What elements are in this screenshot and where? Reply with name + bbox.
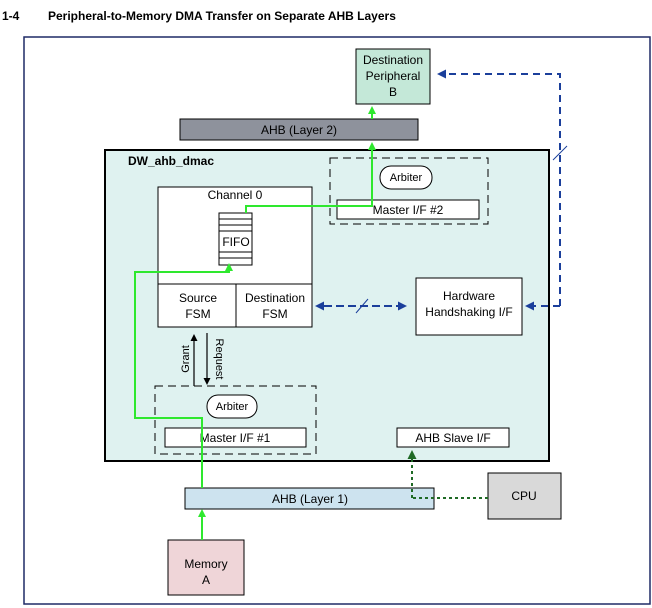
fifo-to-master2-path <box>245 142 376 213</box>
dest-periph-line3: B <box>389 85 397 99</box>
figure-title: Peripheral-to-Memory DMA Transfer on Sep… <box>48 9 396 23</box>
dest-fsm-line1: Destination <box>245 291 305 305</box>
hw-handshaking-block: Hardware Handshaking I/F <box>415 277 523 336</box>
master-if1-block: Master I/F #1 <box>164 427 307 448</box>
dest-periph-line2: Peripheral <box>366 69 421 83</box>
destination-peripheral-block: Destination Peripheral B <box>355 48 431 105</box>
master-if2-block: Master I/F #2 <box>336 199 480 220</box>
ahb-layer2-label: AHB (Layer 2) <box>261 123 337 137</box>
ahb1-to-fifo-path <box>134 263 233 488</box>
ahb-slave-if-block: AHB Slave I/F <box>396 427 510 448</box>
hw-handshake-line2: Handshaking I/F <box>425 305 512 319</box>
arbiter-bottom: Arbiter <box>206 394 258 419</box>
bus-slash-mark-1 <box>355 298 369 314</box>
ahb-slave-label: AHB Slave I/F <box>415 431 490 445</box>
handshake-path-blue <box>315 69 561 311</box>
figure-number: e 1-4 <box>0 9 20 23</box>
memory-line2: A <box>202 573 210 587</box>
destination-fsm: Destination FSM <box>245 291 305 321</box>
fifo-label: FIFO <box>222 235 249 249</box>
arbiter-top-label: Arbiter <box>390 172 423 184</box>
cpu-block: CPU <box>487 472 562 520</box>
cpu-label: CPU <box>511 489 536 503</box>
source-fsm: Source FSM <box>179 291 217 321</box>
grant-request-signals: Grant Request <box>180 333 225 386</box>
grant-label: Grant <box>180 345 192 373</box>
memory-block: Memory A <box>167 539 245 596</box>
arbiter-bottom-group <box>154 385 317 455</box>
arbiter-top: Arbiter <box>379 165 433 190</box>
data-path-green <box>134 106 376 540</box>
periph-handshake-loop <box>437 69 561 306</box>
hw-handshake-line1: Hardware <box>443 289 495 303</box>
channel0-label: Channel 0 <box>208 188 263 202</box>
ahb-layer1-bus: AHB (Layer 1) <box>184 487 435 510</box>
arbiter-top-group <box>329 157 489 225</box>
figure-frame <box>23 36 651 605</box>
request-label: Request <box>213 339 225 380</box>
master-if2-label: Master I/F #2 <box>373 203 444 217</box>
master-if1-label: Master I/F #1 <box>200 431 271 445</box>
dmac-title: DW_ahb_dmac <box>128 154 214 168</box>
bus-slash-mark-2 <box>552 145 568 161</box>
source-fsm-line2: FSM <box>185 307 210 321</box>
memory-line1: Memory <box>184 557 227 571</box>
dest-periph-line1: Destination <box>363 53 423 67</box>
ahb-layer2-bus: AHB (Layer 2) <box>179 118 419 141</box>
dest-fsm-line2: FSM <box>262 307 287 321</box>
ahb-layer1-label: AHB (Layer 1) <box>272 492 348 506</box>
arbiter-bottom-label: Arbiter <box>216 401 249 413</box>
source-fsm-line1: Source <box>179 291 217 305</box>
fifo-block: FIFO <box>218 212 253 266</box>
cpu-path-dotted <box>407 450 488 499</box>
